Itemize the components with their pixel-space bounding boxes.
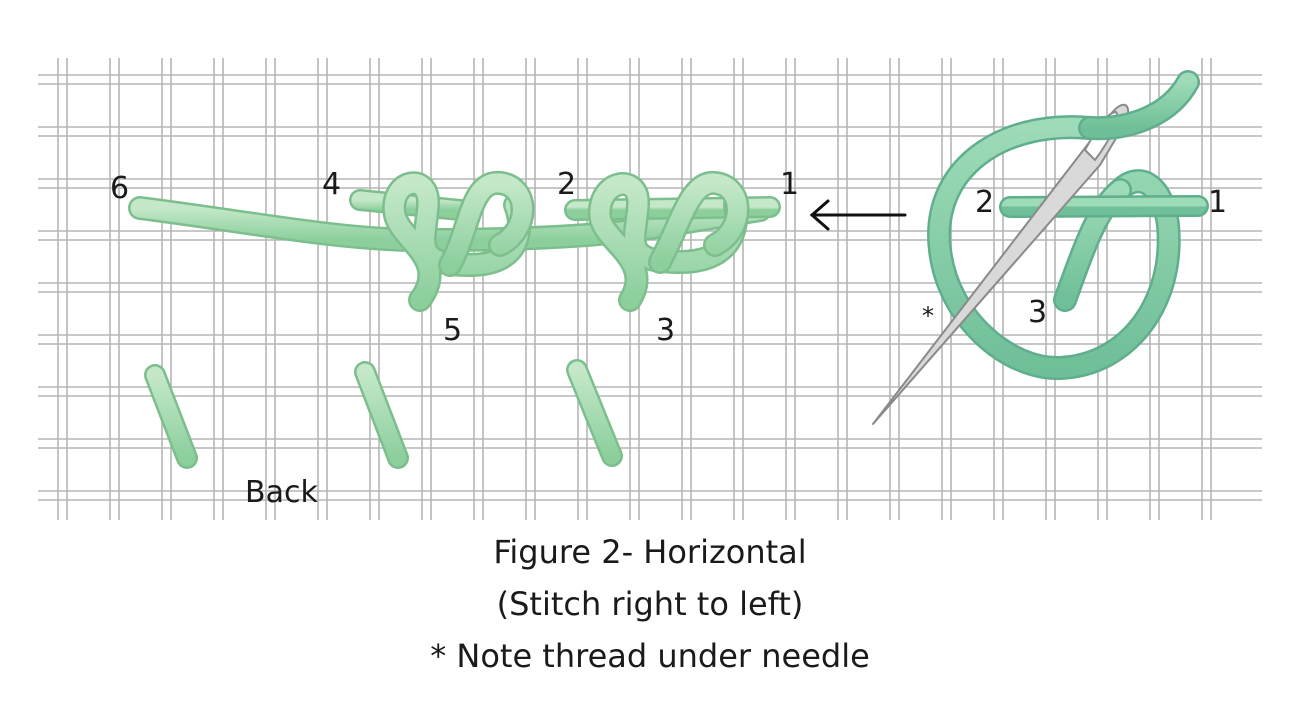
needle-detail — [872, 70, 1209, 425]
stitch-sequence-left — [128, 171, 781, 312]
label-right-1: 1 — [1208, 185, 1227, 220]
direction-arrow — [809, 199, 907, 231]
back-strands — [144, 359, 623, 469]
caption-title: Figure 2- Horizontal — [493, 533, 807, 571]
label-left-3: 3 — [656, 313, 675, 348]
label-left-2: 2 — [557, 167, 576, 202]
caption-note: * Note thread under needle — [430, 637, 870, 675]
canvas-mesh — [38, 58, 1262, 520]
caption-direction: (Stitch right to left) — [496, 585, 804, 623]
label-left-6: 6 — [110, 171, 129, 206]
label-right-3: 3 — [1028, 295, 1047, 330]
asterisk-mark: * — [922, 302, 934, 330]
label-left-1: 1 — [780, 167, 799, 202]
label-right-2: 2 — [975, 185, 994, 220]
back-label: Back — [245, 475, 318, 510]
label-left-4: 4 — [322, 167, 341, 202]
label-left-5: 5 — [443, 313, 462, 348]
